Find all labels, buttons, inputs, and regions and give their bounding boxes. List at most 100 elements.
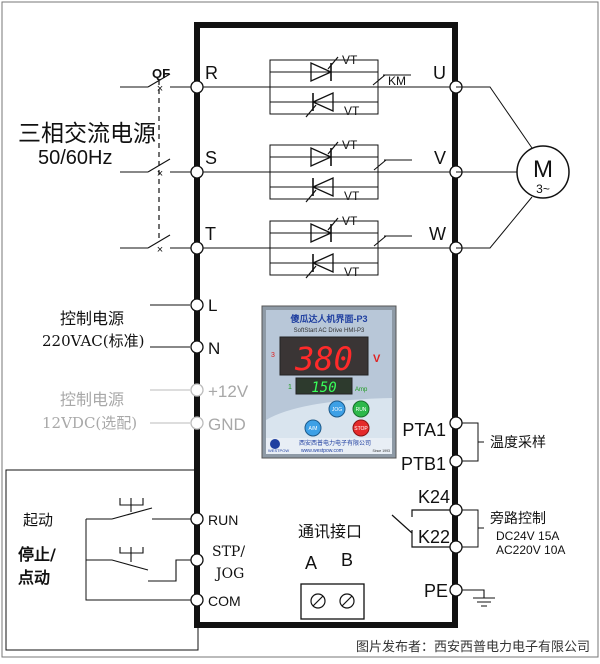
hmi-unit-2: Amp [355, 387, 368, 393]
terminal-t [190, 241, 204, 255]
terminal-com-label: COM [208, 593, 241, 609]
motor-phase-label: 3~ [536, 182, 550, 196]
hmi-subtitle: SoftStart AC Drive HMI-P3 [294, 328, 365, 334]
terminal-com [190, 593, 204, 607]
hmi-run-button[interactable] [352, 400, 370, 418]
terminal-w-label: W [429, 224, 446, 244]
hmi-reading: 380 [294, 340, 353, 378]
vt-label-upper: VT [342, 53, 358, 67]
thyristor-upper [310, 56, 339, 82]
comm-screw-b-slot [341, 595, 353, 607]
terminal-l-label: L [208, 296, 217, 315]
terminal-k24-label: K24 [418, 487, 450, 507]
hmi-jog-button[interactable] [328, 400, 346, 418]
hmi-since: Since 1993 [372, 449, 390, 453]
terminal-k22 [449, 540, 463, 554]
antiparallel-box [269, 144, 379, 200]
hmi-am-label: A/M [309, 426, 318, 432]
breaker-label: QF [152, 66, 170, 81]
terminal-t-label: T [205, 224, 216, 244]
power-source-title: 三相交流电源 [18, 120, 156, 146]
thyristor-lower [305, 177, 334, 203]
hmi-website: www.westpow.com [301, 448, 343, 454]
motor-symbol [516, 145, 570, 199]
terminal-pe-label: PE [424, 581, 448, 601]
motor-wire-w [456, 196, 533, 249]
start-label: 起动 [23, 511, 53, 529]
thyristor-lower [305, 253, 334, 279]
thyristor-module-3: VT VT [203, 214, 450, 279]
run-pushbutton [86, 498, 192, 520]
breaker-trip-mark: × [157, 244, 163, 256]
bypass-contact [373, 235, 387, 247]
stop-label-2: 点动 [18, 568, 50, 587]
vt-label-upper: VT [342, 214, 358, 228]
terminal-12v-label: +12V [208, 382, 249, 401]
control-power-title: 控制电源 [60, 309, 124, 328]
thyristor-lower [305, 92, 334, 118]
bypass-spec2: AC220V 10A [496, 543, 565, 557]
hmi-reading2: 150 [311, 380, 336, 396]
terminal-stp [190, 553, 204, 567]
comm-a-label: A [305, 553, 317, 573]
bypass-contact [372, 74, 386, 86]
hmi-row-3: 3 [271, 352, 275, 359]
bypass-contact [373, 159, 387, 171]
motor-label: M [533, 156, 553, 183]
terminal-s-label: S [205, 148, 217, 168]
soft-starter-box [194, 22, 458, 628]
terminal-k22-label: K22 [418, 527, 450, 547]
bypass-label: 旁路控制 [490, 510, 546, 527]
terminal-n-label: N [208, 339, 220, 358]
caption: 图片发布者：西安西普电力电子有限公司 [356, 639, 590, 654]
vt-label-upper: VT [342, 138, 358, 152]
hmi-row-1: 1 [288, 384, 292, 391]
hmi-run-label: RUN [356, 407, 367, 413]
stop-jog-pushbutton [86, 547, 192, 582]
hmi-am-button[interactable] [304, 419, 322, 437]
terminal-ptb1 [449, 454, 463, 468]
antiparallel-box [269, 220, 379, 276]
hmi-footer [266, 438, 392, 454]
terminal-gnd [190, 416, 204, 430]
temp-bracket [462, 422, 484, 462]
ground-icon [462, 589, 495, 607]
comm-b-label: B [341, 550, 353, 570]
terminal-12v [190, 383, 204, 397]
hmi-display-secondary [295, 377, 353, 395]
terminal-u-label: U [433, 63, 446, 83]
terminal-stp-label: STP/ [212, 544, 245, 560]
motor-wire-u [456, 86, 533, 149]
bypass-bracket [462, 509, 484, 548]
hmi-stop-button[interactable] [352, 419, 370, 437]
vt-label-lower: VT [344, 265, 360, 279]
comm-screw-a-slot [312, 595, 324, 607]
hmi-brand: WESTPOW [268, 448, 289, 453]
terminal-r [190, 80, 204, 94]
breaker-contact [147, 158, 171, 173]
terminal-run [190, 512, 204, 526]
control-power-spec: 220VAC(标准) [42, 332, 144, 350]
terminal-r-label: R [205, 63, 218, 83]
phase-t: × T W [120, 224, 463, 256]
bypass-spec1: DC24V 15A [496, 529, 559, 543]
terminal-pta1 [449, 416, 463, 430]
hmi-logo-icon [270, 439, 280, 449]
thyristor-upper [310, 217, 339, 243]
hmi-title: 傻瓜达人机界面-P3 [289, 313, 367, 324]
power-source-freq: 50/60Hz [38, 147, 113, 169]
antiparallel-box [269, 59, 379, 115]
hmi-display-main [279, 336, 369, 376]
terminal-gnd-label: GND [208, 415, 246, 434]
stop-label-1: 停止/ [18, 545, 56, 564]
breaker-contact [147, 73, 171, 88]
vt-label-lower: VT [344, 104, 360, 118]
optional-power-spec: 12VDC(选配) [42, 414, 137, 432]
thyristor-upper [310, 141, 339, 167]
hmi-jog-label: JOG [332, 407, 342, 413]
